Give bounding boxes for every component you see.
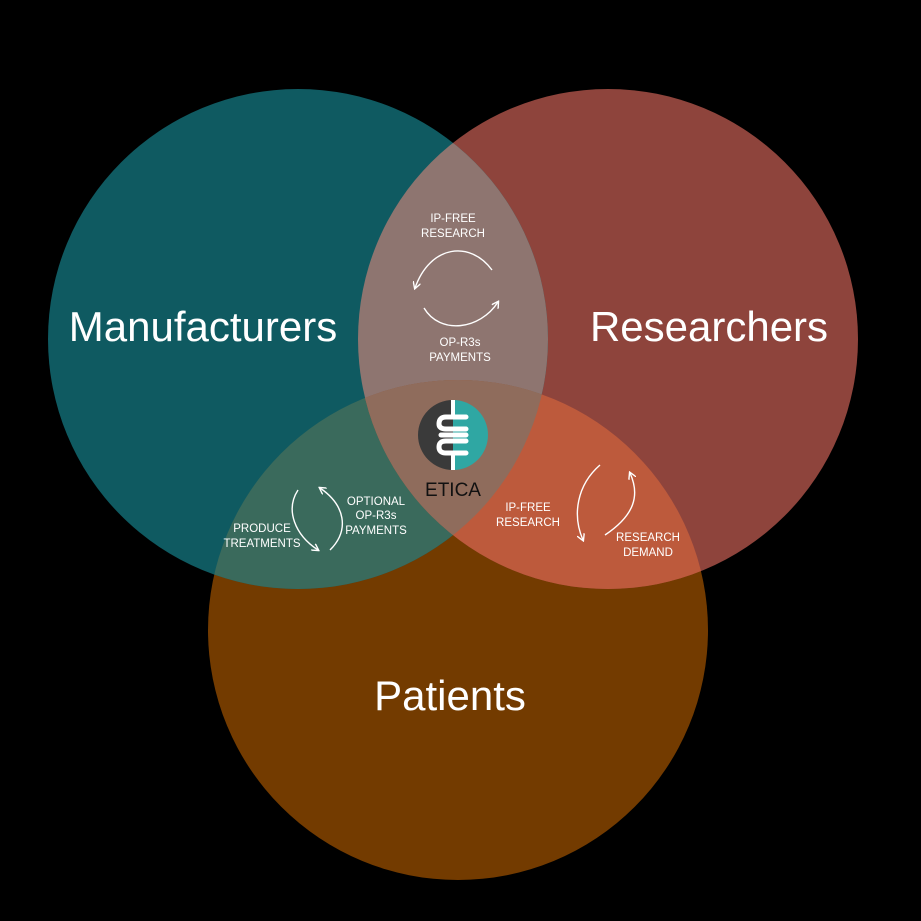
op-r3s-payments-label-line2: PAYMENTS — [429, 352, 491, 364]
manufacturers-label: Manufacturers — [69, 303, 337, 350]
patients-label: Patients — [374, 672, 526, 719]
researchers-label: Researchers — [590, 303, 828, 350]
overlap-manufacturers-patients — [208, 380, 548, 589]
ip-free-research-2-label-line2: RESEARCH — [496, 517, 560, 529]
curved-arrow-icon — [320, 488, 344, 551]
flow-manufacturers-patients: PRODUCE TREATMENTS OPTIONAL OP-R3s PAYME… — [223, 488, 407, 550]
produce-treatments-label-line1: PRODUCE — [233, 523, 291, 535]
etica-logo-icon — [418, 400, 488, 470]
ip-free-research-2-label-line1: IP-FREE — [505, 502, 551, 514]
optional-op-r3s-payments-label-line2: OP-R3s — [356, 510, 397, 522]
op-r3s-payments-label-line1: OP-R3s — [440, 337, 481, 349]
curved-arrow-icon — [604, 473, 635, 536]
ip-free-research-label-line1: IP-FREE — [430, 213, 476, 225]
curved-arrow-icon — [415, 250, 493, 288]
overlap-researchers-patients — [358, 380, 708, 589]
produce-treatments-label-line2: TREATMENTS — [223, 538, 300, 550]
ip-free-research-label-line2: RESEARCH — [421, 228, 485, 240]
optional-op-r3s-payments-label-line3: PAYMENTS — [345, 525, 407, 537]
research-demand-label-line2: DEMAND — [623, 547, 673, 559]
optional-op-r3s-payments-label-line1: OPTIONAL — [347, 496, 406, 508]
curved-arrow-icon — [576, 464, 601, 540]
etica-label: ETICA — [425, 480, 481, 501]
curved-arrow-icon — [291, 489, 318, 550]
flow-manufacturers-researchers: IP-FREE RESEARCH OP-R3s PAYMENTS — [415, 213, 498, 364]
research-demand-label-line1: RESEARCH — [616, 532, 680, 544]
curved-arrow-icon — [423, 302, 498, 327]
flow-researchers-patients: IP-FREE RESEARCH RESEARCH DEMAND — [496, 464, 680, 559]
